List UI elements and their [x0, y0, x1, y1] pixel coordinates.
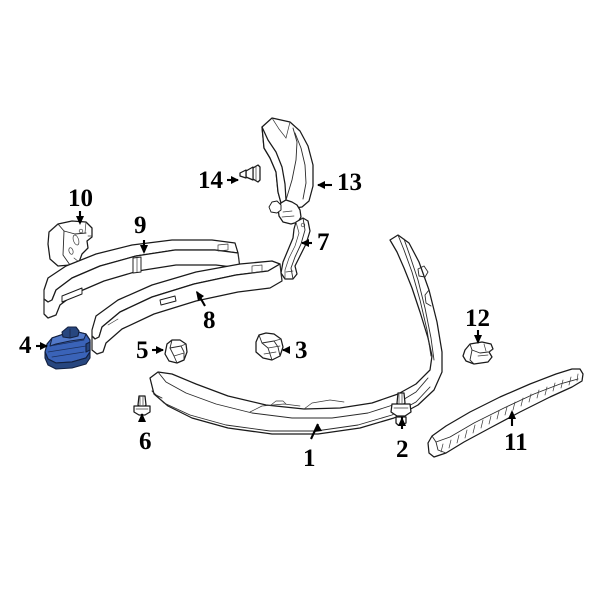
- part-10-reinforcement-mounting-plate[interactable]: [47, 220, 93, 267]
- callout-label-2[interactable]: 2: [396, 436, 409, 463]
- part-12-step-pad-clip[interactable]: [462, 341, 494, 365]
- part-13-rear-splash-shield[interactable]: [261, 117, 314, 225]
- part-5-bumper-retainer-nut[interactable]: [164, 339, 188, 364]
- callout-label-10[interactable]: 10: [68, 185, 93, 212]
- part-3-bumper-cover-clip[interactable]: [255, 332, 284, 361]
- part-4-impact-absorber-bracket[interactable]: [44, 326, 91, 370]
- callout-label-3[interactable]: 3: [295, 337, 308, 364]
- leader-lines: [36, 176, 516, 440]
- part-11-rear-bumper-step-pad[interactable]: [427, 368, 584, 458]
- callout-label-11[interactable]: 11: [504, 429, 528, 456]
- part-9-bumper-reinforcement-bar[interactable]: [43, 239, 241, 319]
- callout-label-5[interactable]: 5: [136, 337, 149, 364]
- callout-label-7[interactable]: 7: [317, 229, 330, 256]
- part-8-impact-bar-absorber[interactable]: [91, 260, 283, 355]
- callout-label-4[interactable]: 4: [19, 332, 32, 359]
- part-6-bumper-cover-screw[interactable]: [133, 395, 151, 416]
- callout-label-6[interactable]: 6: [139, 428, 152, 455]
- callout-label-8[interactable]: 8: [203, 307, 216, 334]
- callout-label-14[interactable]: 14: [198, 167, 223, 194]
- callout-label-12[interactable]: 12: [465, 305, 490, 332]
- callout-label-1[interactable]: 1: [303, 445, 316, 472]
- callout-label-9[interactable]: 9: [134, 212, 147, 239]
- part-14-splash-shield-bolt[interactable]: [239, 164, 261, 183]
- part-7-bumper-side-bracket[interactable]: [280, 217, 311, 280]
- callout-label-13[interactable]: 13: [337, 169, 362, 196]
